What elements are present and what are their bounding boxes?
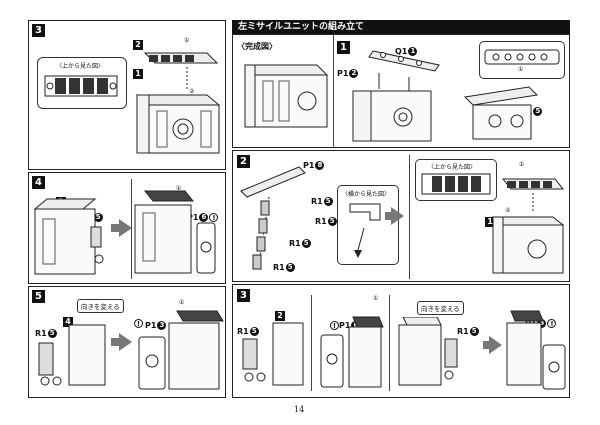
rotate-note-bubble: 向きを変える bbox=[417, 301, 464, 315]
top-view-drawing bbox=[421, 173, 491, 195]
substep-number: 2 bbox=[275, 311, 285, 321]
mark-circle: ① bbox=[373, 295, 379, 302]
completed-label: 〈完成図〉 bbox=[237, 42, 277, 51]
step-arrow-bar bbox=[111, 338, 119, 346]
top-view-inset: ① bbox=[479, 41, 565, 79]
step-number: 3 bbox=[237, 289, 250, 302]
divider bbox=[311, 295, 312, 391]
top-view-label: 〈上から見た図〉 bbox=[56, 63, 105, 70]
left-step4-panel: 4 3 R15 P16! ① ② bbox=[28, 172, 226, 284]
step3-assembly-a bbox=[242, 322, 304, 386]
step-number: 4 bbox=[32, 176, 45, 189]
step-number: 5 bbox=[32, 290, 45, 303]
section-title: 左ミサイルユニットの組み立て bbox=[232, 20, 570, 34]
step-number: 1 bbox=[337, 41, 350, 54]
side-view-label: 〈横から見た図〉 bbox=[342, 191, 391, 198]
divider bbox=[333, 35, 334, 147]
top-view-inset: 〈上から見た図〉 bbox=[415, 159, 497, 201]
step4-assembly-left bbox=[33, 198, 104, 275]
step4-assembly-right bbox=[134, 190, 216, 274]
divider bbox=[131, 179, 132, 279]
rotate-note-bubble: 向きを変える bbox=[77, 299, 124, 313]
step3-assembly-c bbox=[398, 317, 458, 386]
step-arrow-bar bbox=[111, 224, 119, 232]
step3-assembly-drawing bbox=[135, 52, 221, 154]
step-arrow bbox=[119, 219, 132, 237]
mark-circle: ① bbox=[176, 185, 182, 192]
step-arrow bbox=[391, 207, 404, 225]
mark-circle: ① bbox=[518, 66, 524, 73]
top-view-drawing bbox=[484, 49, 560, 65]
step2-assembly-drawing bbox=[491, 178, 565, 274]
substep-number: 4 bbox=[63, 317, 73, 327]
substep-number: 2 bbox=[133, 40, 143, 50]
step5-assembly-left bbox=[38, 324, 106, 386]
divider bbox=[389, 295, 390, 391]
mark-circle: ① bbox=[519, 161, 525, 168]
step-arrow-bar bbox=[385, 212, 391, 220]
step1-assembly-drawing bbox=[352, 50, 440, 142]
left-step3-panel: 3 2 1 ① ② 〈上から見た図〉 bbox=[28, 20, 226, 170]
right-top-panel: 〈完成図〉 1 Q11 P12 P15 ① bbox=[232, 34, 570, 148]
side-view-drawing bbox=[349, 203, 381, 258]
left-step5-panel: 5 向きを変える 4 R15 P13 ! ① ② bbox=[28, 286, 226, 398]
step-arrow bbox=[489, 336, 502, 354]
mark-circle: ① bbox=[179, 299, 185, 306]
step-arrow bbox=[119, 333, 132, 351]
completed-drawing bbox=[243, 64, 329, 128]
mark-circle: ① bbox=[184, 37, 190, 44]
top-view-drawing bbox=[44, 75, 118, 97]
substep-number: 1 bbox=[133, 69, 143, 79]
warning-mark: ! bbox=[133, 319, 143, 328]
step1-side-part-drawing bbox=[463, 86, 539, 140]
step2-parts-drawing bbox=[240, 166, 306, 270]
step3-assembly-b bbox=[320, 316, 384, 388]
page-number: 14 bbox=[294, 405, 305, 414]
step-number: 3 bbox=[32, 24, 45, 37]
top-view-inset: 〈上から見た図〉 bbox=[37, 57, 127, 109]
step-arrow-bar bbox=[483, 341, 489, 349]
mark-circle: ② bbox=[505, 207, 511, 214]
side-view-inset: 〈横から見た図〉 bbox=[337, 185, 399, 265]
divider bbox=[409, 155, 410, 279]
mark-circle: ② bbox=[189, 88, 195, 95]
top-view-label: 〈上から見た図〉 bbox=[428, 164, 477, 171]
step3-assembly-d bbox=[506, 310, 566, 390]
substep-number: 1 bbox=[485, 217, 495, 227]
right-step3-panel: 3 2 R15 !P16 向きを変える R15 P13! ① ② bbox=[232, 284, 570, 398]
step5-assembly-right bbox=[138, 310, 224, 390]
step-number: 2 bbox=[237, 155, 250, 168]
